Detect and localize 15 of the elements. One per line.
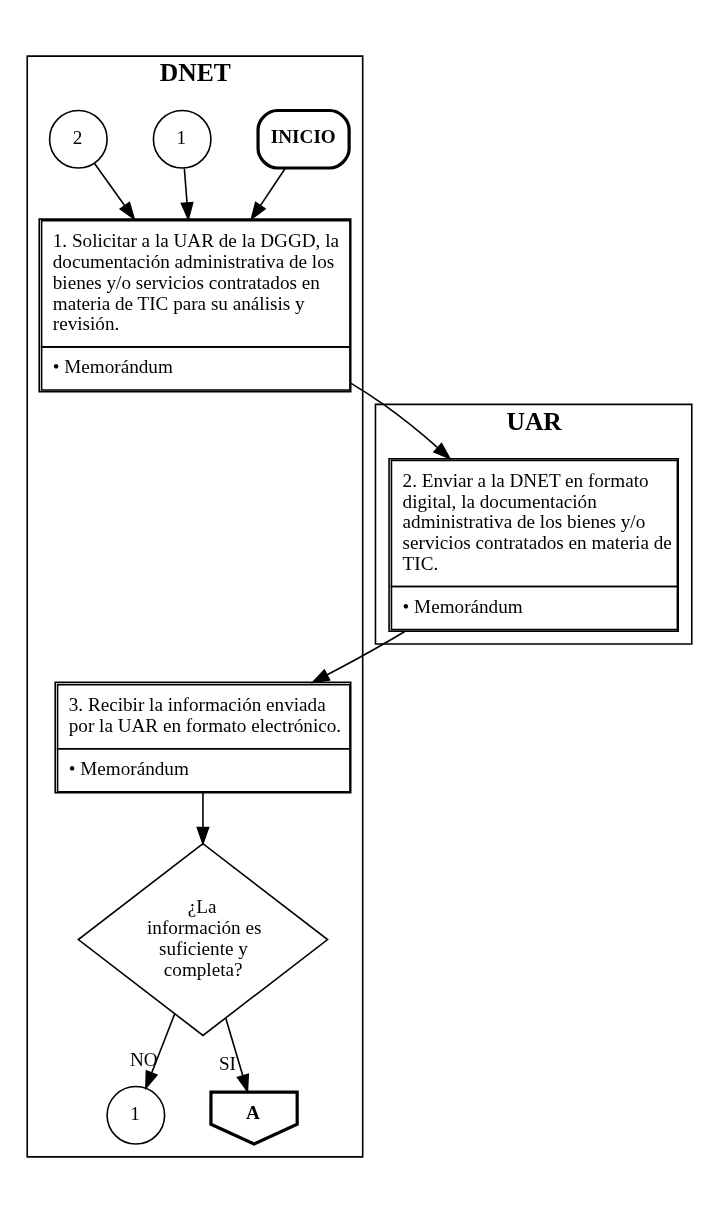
node-box: INICIO [256,108,351,170]
arrow [349,381,452,460]
node-circle: 1 [106,1085,166,1145]
node-circle: 2 [48,109,108,169]
arrow [225,1017,250,1094]
edge-label: NO [129,1048,158,1070]
arrow [250,167,286,221]
arrow [93,162,136,221]
arrow [310,630,406,683]
node-circle: 1 [152,109,212,169]
arrow [145,1012,176,1090]
arrow [180,167,194,221]
edge-label: SI [218,1052,236,1074]
node-diamond: ¿La información es suficiente y completa? [77,842,329,1036]
arrow [196,791,210,846]
